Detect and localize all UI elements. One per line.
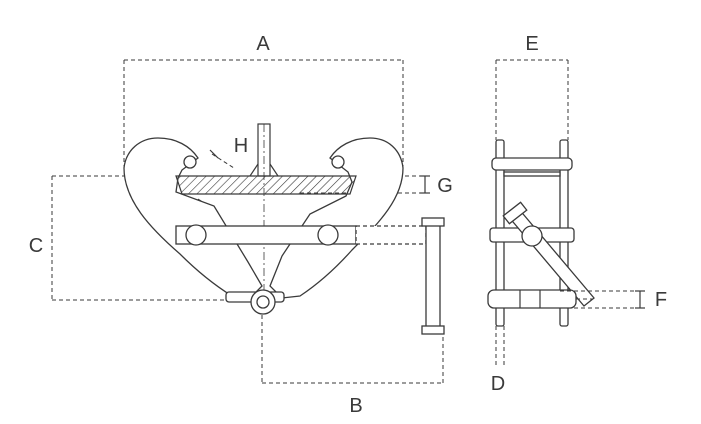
dimension-b: B bbox=[261, 315, 444, 417]
front-view: A C G H B bbox=[29, 33, 453, 417]
dimension-e: E bbox=[495, 33, 569, 140]
side-eye-pin bbox=[487, 289, 592, 309]
spindle bbox=[175, 224, 427, 246]
label-d: D bbox=[491, 373, 505, 395]
dimension-d: D bbox=[491, 326, 505, 395]
dimension-g: G bbox=[300, 175, 453, 197]
label-e: E bbox=[525, 33, 538, 55]
label-b: B bbox=[349, 395, 362, 417]
dimension-f: F bbox=[560, 289, 667, 311]
label-g: G bbox=[437, 175, 453, 197]
t-handle bbox=[421, 217, 445, 335]
label-f: F bbox=[655, 289, 667, 311]
clamp-jaws bbox=[123, 137, 404, 299]
label-c: C bbox=[29, 235, 43, 257]
dimension-h: H bbox=[197, 135, 248, 213]
side-view: E F bbox=[487, 33, 667, 395]
label-a: A bbox=[256, 33, 270, 55]
label-h: H bbox=[234, 135, 248, 157]
dimension-a: A bbox=[123, 33, 404, 170]
lifting-eye bbox=[225, 289, 285, 315]
side-handle bbox=[502, 201, 595, 307]
beam-section bbox=[175, 123, 357, 195]
